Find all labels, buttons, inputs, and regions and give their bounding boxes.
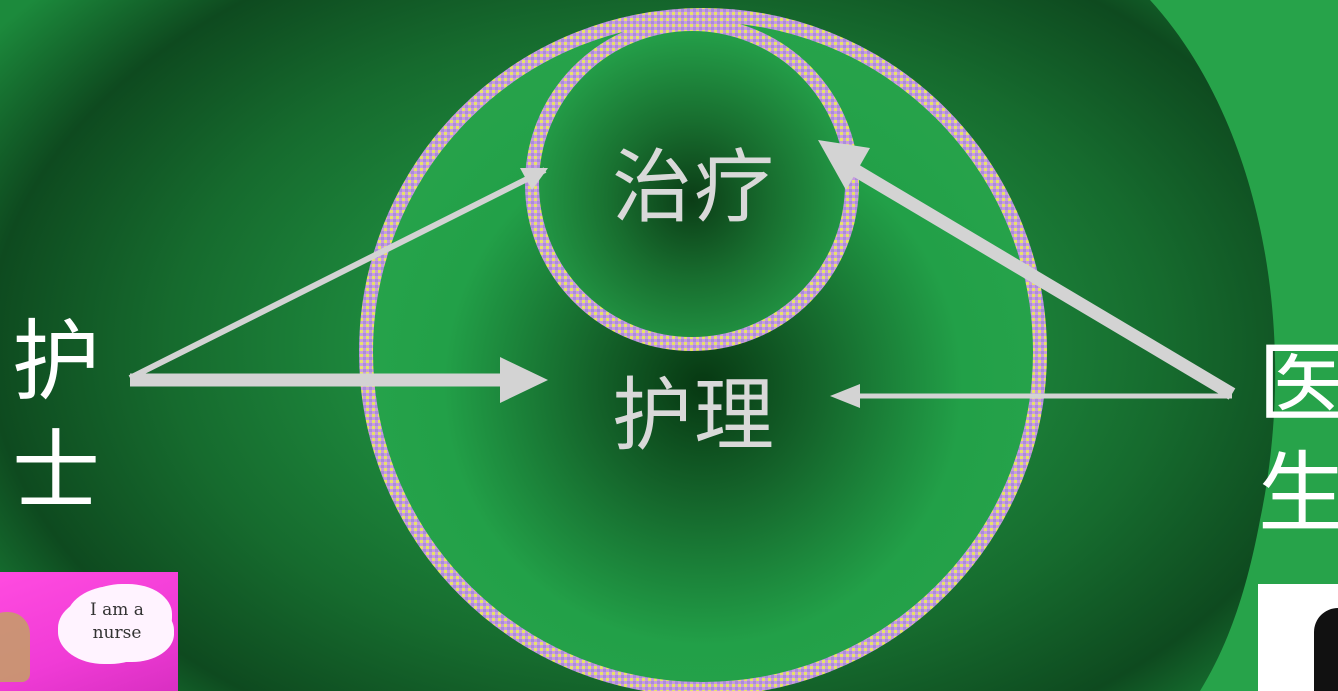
doctor-to-treatment-arrow-shaft <box>851 164 1236 400</box>
nurse-to-nursing-arrowhead <box>500 357 548 403</box>
right-edge-band <box>1150 0 1338 691</box>
speech-line-2: nurse <box>92 623 142 643</box>
doctor-label-char-1: 医 <box>1257 332 1338 435</box>
doctor-label-char-2: 生 <box>1257 442 1338 545</box>
nurse-to-treatment-arrowhead <box>520 168 548 190</box>
inner-circle-label: 治疗 <box>612 141 776 234</box>
outer-circle-label: 护理 <box>612 369 776 462</box>
doctor-label: 医 生 <box>1252 340 1338 560</box>
doctor-to-nursing-arrowhead <box>830 384 860 408</box>
nurse-label: 护 士 <box>6 318 106 538</box>
nurse-to-treatment-arrow <box>128 167 547 381</box>
doctor-cartoon-image <box>1258 584 1338 691</box>
speech-cloud: I am a nurse <box>66 586 168 658</box>
doctor-figure <box>1314 608 1338 691</box>
nurse-label-char-2: 士 <box>11 420 100 523</box>
nurse-label-char-1: 护 <box>11 310 100 413</box>
speech-line-1: I am a <box>90 600 144 621</box>
nurse-figure <box>0 612 30 682</box>
nurse-cartoon-image: I am a nurse <box>0 572 178 691</box>
doctor-to-treatment-arrowhead <box>818 140 870 190</box>
